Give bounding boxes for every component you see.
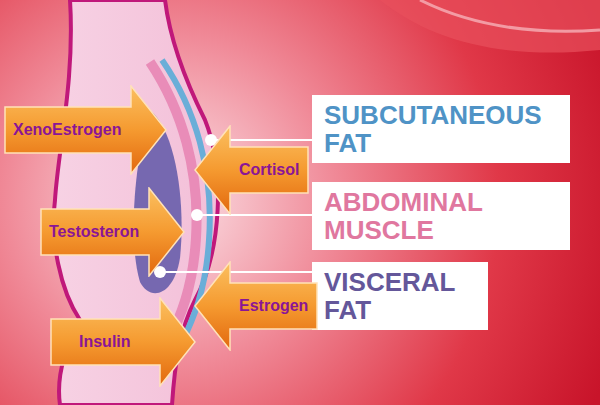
hormone-arrow: Insulin (50, 297, 196, 387)
arrow-body (195, 126, 308, 214)
hormone-name: Insulin (79, 333, 131, 351)
background-wave (420, 0, 600, 31)
layer-name: VISCERAL FAT (324, 268, 474, 324)
leader-line (197, 214, 312, 216)
arrow-body (195, 262, 317, 350)
hormone-name: Estrogen (239, 297, 308, 315)
label-box: SUBCUTANEOUS FAT (312, 95, 570, 163)
leader-dot (191, 209, 203, 221)
layer-name: SUBCUTANEOUS FAT (324, 101, 556, 157)
hormone-name: Testosteron (49, 223, 139, 241)
label-box: ABDOMINAL MUSCLE (312, 182, 570, 250)
hormone-name: XenoEstrogen (13, 121, 121, 139)
label-box: VISCERAL FAT (312, 262, 488, 330)
hormone-arrow: Testosteron (40, 187, 185, 277)
hormone-arrow: XenoEstrogen (4, 85, 167, 175)
hormone-arrow: Estrogen (194, 261, 318, 351)
background-wave (380, 0, 600, 53)
hormone-name: Cortisol (239, 161, 299, 179)
leader-line (160, 271, 312, 273)
arrow-body (41, 188, 184, 276)
layer-name: ABDOMINAL MUSCLE (324, 188, 556, 244)
hormone-arrow: Cortisol (194, 125, 309, 215)
arrow-body (5, 86, 166, 174)
arrow-body (51, 298, 195, 386)
